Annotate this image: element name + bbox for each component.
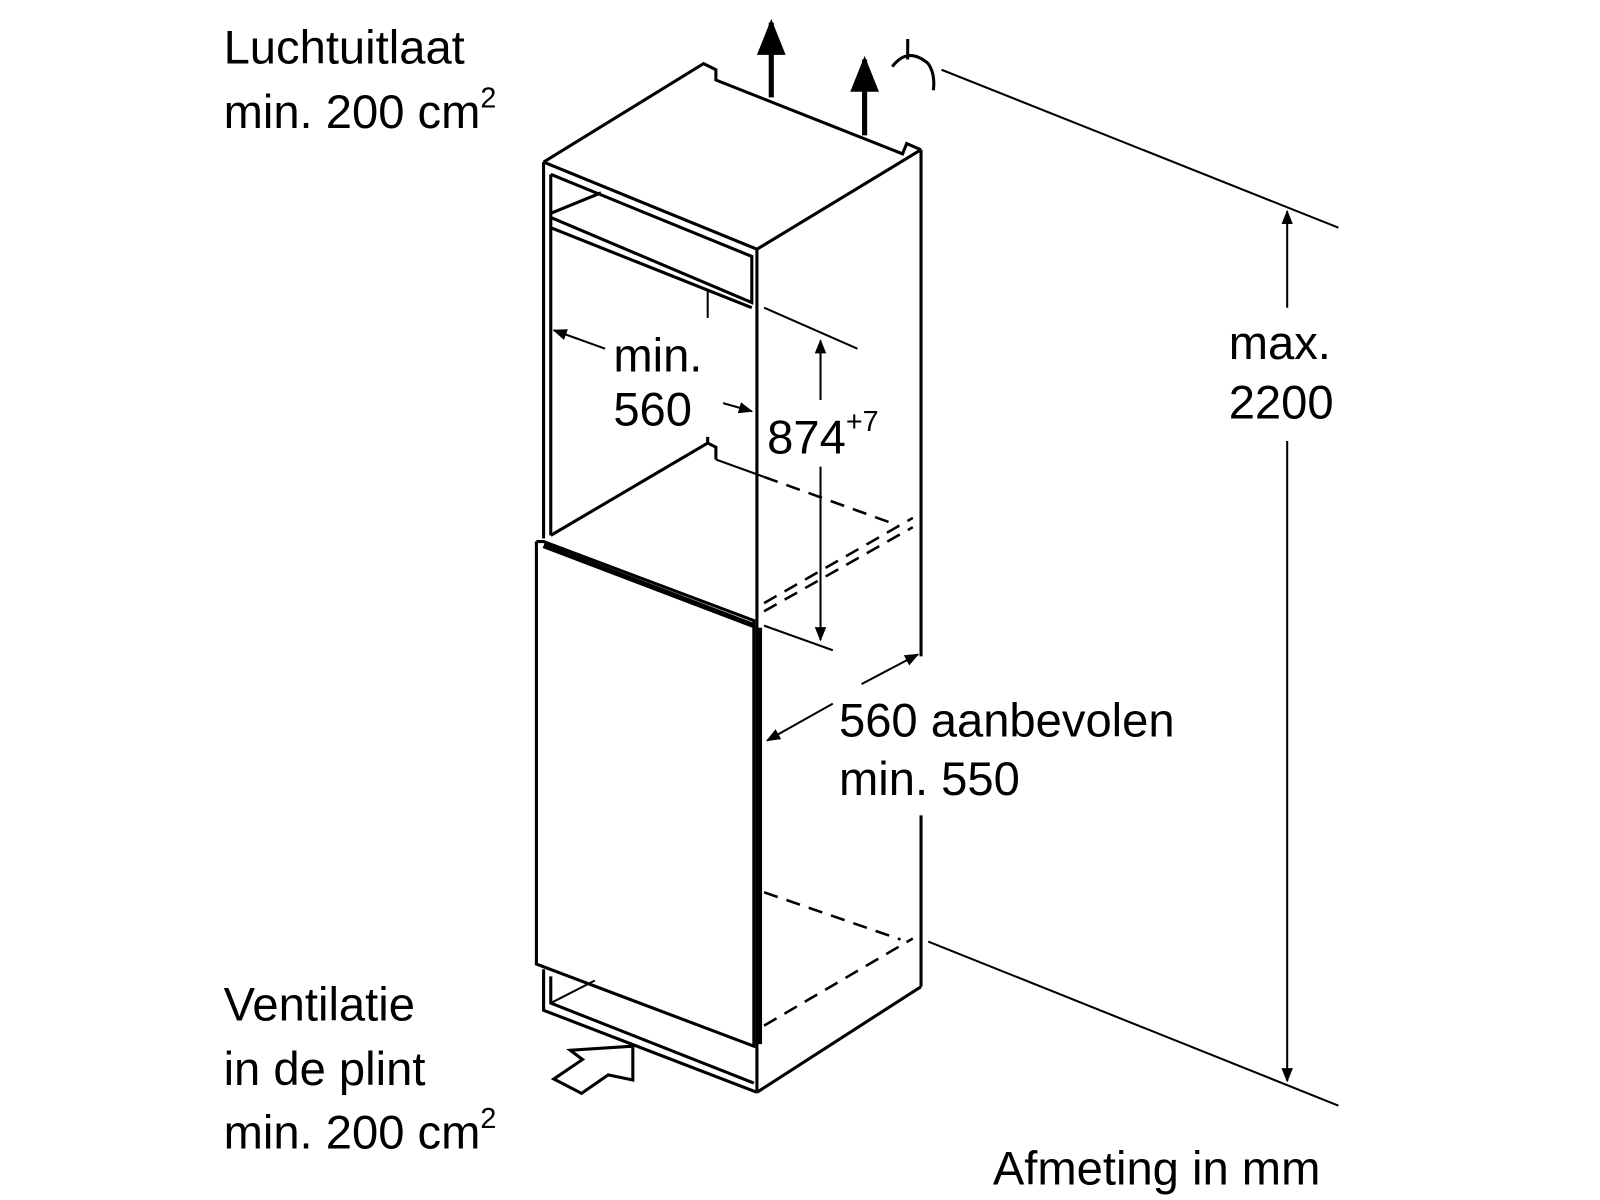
plinth [542, 969, 758, 1094]
max-height-value: 2200 [1229, 375, 1334, 428]
ventilation-inlet-arrow-icon [550, 1044, 635, 1096]
niche-width-value: 560 [613, 383, 692, 436]
depth-recommended: 560 aanbevolen [839, 693, 1175, 746]
width-arrow-right [722, 402, 754, 414]
air-outlet-title: Luchtuitlaat [224, 21, 465, 74]
niche-height-value: 874 [767, 410, 846, 463]
ventilation-exp: 2 [480, 1103, 496, 1135]
air-outlet-exp: 2 [480, 83, 496, 115]
max-height-label: max. [1229, 316, 1331, 369]
niche-height: 874+7 [767, 406, 878, 464]
air-outlet-min: min. 200 cm2 [224, 83, 497, 139]
width-arrow-left [552, 329, 606, 350]
ceiling-symbol-icon [891, 38, 936, 91]
ventilation-sub: in de plint [224, 1042, 426, 1095]
niche-width-min: min. [613, 328, 702, 381]
depth-min: min. 550 [839, 752, 1020, 805]
unit-note: Afmeting in mm [993, 1142, 1321, 1195]
air-outlet-min-text: min. 200 cm [224, 85, 481, 138]
appliance-door [534, 540, 763, 1049]
niche-height-tolerance: +7 [846, 406, 879, 438]
depth-arrow-front [765, 702, 834, 742]
ventilation-title: Ventilatie [224, 978, 415, 1031]
ventilation-min: min. 200 cm2 [224, 1103, 497, 1159]
depth-arrow-back [861, 653, 920, 686]
ventilation-min-text: min. 200 cm [224, 1106, 481, 1159]
cabinet-outline [542, 61, 923, 1094]
